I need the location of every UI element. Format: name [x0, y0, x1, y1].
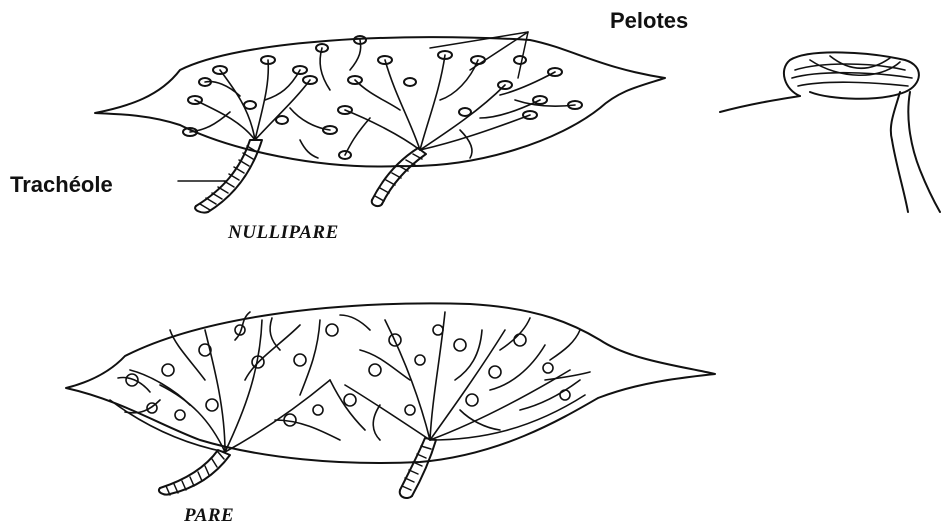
nullipare-branches [190, 40, 575, 158]
nullipare-tracheole-right [372, 148, 426, 206]
pare-tracheole-left [159, 450, 230, 495]
pare-tracheole-right [400, 438, 436, 498]
pare-ovary-outline [66, 303, 715, 463]
nullipare-caption: NULLIPARE [228, 222, 339, 244]
pelote-detail [720, 52, 940, 212]
pelotes-label: Pelotes [610, 8, 688, 34]
pare-ovary [66, 303, 715, 498]
nullipare-pelotes [183, 36, 582, 159]
nullipare-ovary [95, 32, 665, 213]
tracheole-label: Trachéole [10, 172, 113, 198]
